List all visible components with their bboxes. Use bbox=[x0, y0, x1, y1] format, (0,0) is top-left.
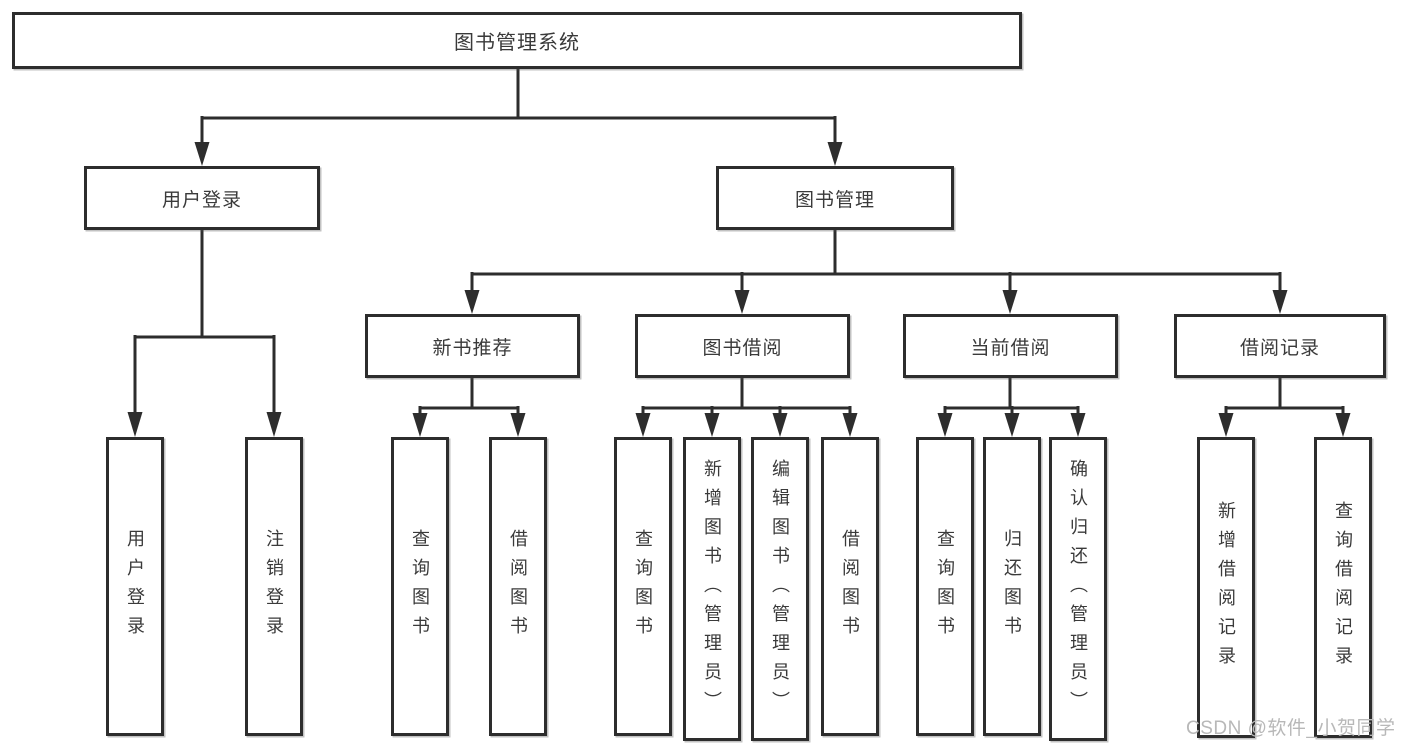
connector-new-book-recommendation-to-leaves bbox=[412, 378, 526, 437]
arrowhead-icon bbox=[1070, 413, 1086, 437]
leaf-add-borrow-record: 新增借阅记录 bbox=[1197, 437, 1255, 738]
arrowhead-icon bbox=[1002, 290, 1018, 314]
connector-borrowing-records-to-leaves bbox=[1218, 378, 1351, 437]
arrowhead-icon bbox=[464, 290, 480, 314]
connector-book-management-to-level3 bbox=[464, 230, 1288, 314]
connector-current-borrowing-to-leaves bbox=[937, 378, 1086, 437]
connector-book-borrowing-to-leaves bbox=[635, 378, 858, 437]
arrowhead-icon bbox=[772, 413, 788, 437]
arrowhead-icon bbox=[510, 413, 526, 437]
arrowhead-icon bbox=[704, 413, 720, 437]
leaf-confirm-return-admin: 确认归还（管理员） bbox=[1049, 437, 1107, 741]
arrowhead-icon bbox=[1335, 413, 1351, 437]
arrowhead-icon bbox=[1272, 290, 1288, 314]
arrowhead-icon bbox=[127, 412, 143, 437]
arrowhead-icon bbox=[635, 413, 651, 437]
arrowhead-icon bbox=[1218, 413, 1234, 437]
node-library-management-system: 图书管理系统 bbox=[12, 12, 1022, 69]
leaf-borrow-books-borrowing: 借阅图书 bbox=[821, 437, 879, 736]
arrowhead-icon bbox=[827, 142, 843, 166]
leaf-query-books-borrowing: 查询图书 bbox=[614, 437, 672, 736]
node-current-borrowing: 当前借阅 bbox=[903, 314, 1118, 378]
arrowhead-icon bbox=[734, 290, 750, 314]
node-book-borrowing: 图书借阅 bbox=[635, 314, 850, 378]
leaf-return-books: 归还图书 bbox=[983, 437, 1041, 736]
csdn-watermark: CSDN @软件_小贺同学 bbox=[1186, 718, 1396, 739]
arrowhead-icon bbox=[842, 413, 858, 437]
leaf-query-books-recommend: 查询图书 bbox=[391, 437, 449, 736]
leaf-edit-books-admin: 编辑图书（管理员） bbox=[751, 437, 809, 741]
arrowhead-icon bbox=[266, 412, 282, 437]
arrowhead-icon bbox=[937, 413, 953, 437]
leaf-add-books-admin: 新增图书（管理员） bbox=[683, 437, 741, 741]
leaf-logout: 注销登录 bbox=[245, 437, 303, 736]
connector-root-to-level2 bbox=[194, 69, 843, 166]
node-book-management: 图书管理 bbox=[716, 166, 954, 230]
leaf-query-borrow-record: 查询借阅记录 bbox=[1314, 437, 1372, 738]
arrowhead-icon bbox=[1004, 413, 1020, 437]
node-new-book-recommendation: 新书推荐 bbox=[365, 314, 580, 378]
leaf-query-books-current: 查询图书 bbox=[916, 437, 974, 736]
arrowhead-icon bbox=[194, 142, 210, 166]
node-user-login: 用户登录 bbox=[84, 166, 320, 230]
arrowhead-icon bbox=[412, 413, 428, 437]
connector-user-login-to-leaves bbox=[127, 230, 282, 437]
leaf-borrow-books-recommend: 借阅图书 bbox=[489, 437, 547, 736]
node-borrowing-records: 借阅记录 bbox=[1174, 314, 1386, 378]
leaf-user-login: 用户登录 bbox=[106, 437, 164, 736]
